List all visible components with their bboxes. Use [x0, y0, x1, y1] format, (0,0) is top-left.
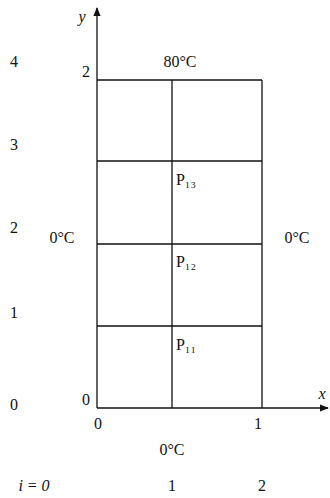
axis-tick: 0: [81, 391, 91, 409]
row-index: 0: [9, 396, 19, 414]
grid-line: [97, 160, 262, 161]
boundary-temperature: 0°C: [283, 229, 310, 247]
row-index: 2: [9, 219, 19, 237]
column-index: 1: [167, 477, 177, 495]
axis-label: x: [317, 385, 326, 403]
axis-tick: 1: [253, 415, 263, 433]
grid-point: P₁₃: [175, 171, 197, 189]
boundary-temperature: 80°C: [162, 53, 197, 71]
axis-tick: 2: [81, 63, 91, 81]
column-index: 2: [257, 477, 267, 495]
y-axis: [96, 8, 97, 408]
boundary-temperature: 0°C: [48, 229, 75, 247]
x-axis: [97, 407, 328, 408]
grid-line: [97, 243, 262, 244]
grid-point: P₁₁: [175, 336, 197, 354]
grid-line: [97, 79, 262, 80]
boundary-temperature: 0°C: [158, 441, 185, 459]
axis-tick: 0: [93, 415, 103, 433]
row-index: 4: [9, 53, 19, 71]
grid-point: P₁₂: [175, 253, 197, 271]
grid-line: [97, 325, 262, 326]
row-index: 1: [9, 304, 19, 322]
column-index: i = 0: [17, 477, 50, 495]
row-index: 3: [9, 136, 19, 154]
axis-label: y: [77, 8, 86, 26]
